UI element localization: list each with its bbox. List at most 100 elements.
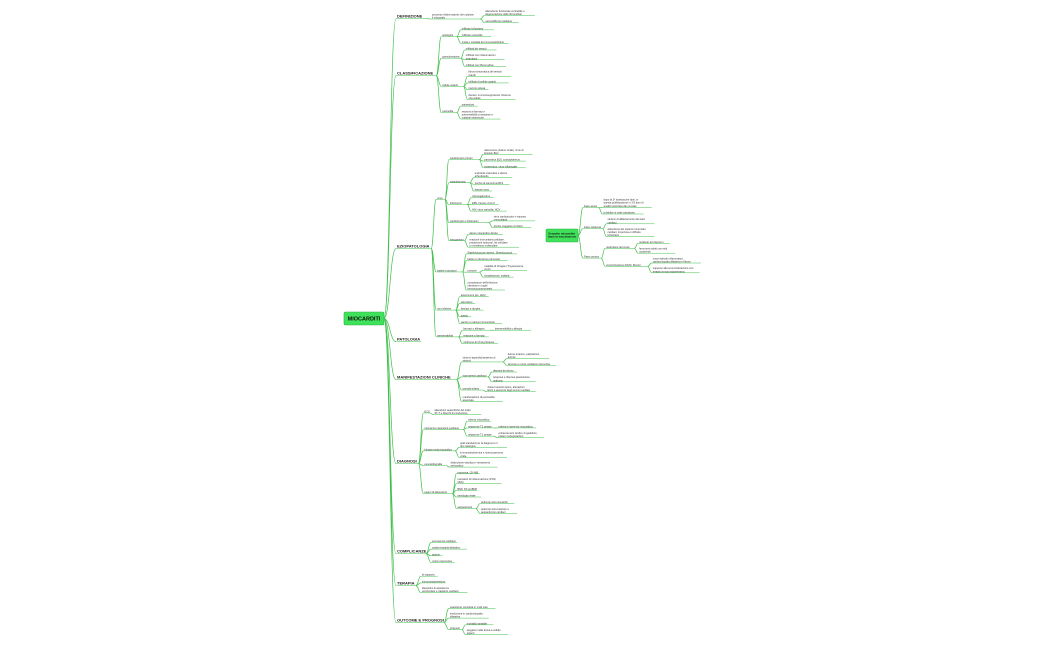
branch-diagnosi-3[interactable]: biopsia endomiocardica: [423, 447, 456, 451]
branch-classificazione-4[interactable]: eosinofila: [441, 109, 457, 113]
branch-classificazione-2-3[interactable]: infiltrati con fibrosi attiva: [464, 63, 506, 67]
floating-1[interactable]: Fase acuta: [583, 204, 599, 208]
branch-diagnosi-5-5-1[interactable]: anticorpi anti-miocardio: [479, 500, 515, 504]
branch-classificazione[interactable]: CLASSIFICAZIONE: [396, 70, 437, 76]
floating-3-2-1[interactable]: nuovi episodi infiammatori,cardiomiopati…: [651, 256, 701, 264]
branch-diagnosi-2-3[interactable]: sequenze T1 pesate: [467, 433, 494, 437]
branch-diagnosi-2-1[interactable]: edema miocardico: [467, 418, 491, 422]
branch-diagnosi-5[interactable]: esami di laboratorio: [423, 490, 453, 494]
branch-eziopatologia-4[interactable]: ipersensibilità: [436, 333, 459, 337]
branch-terapia-1[interactable]: di supporto: [420, 573, 438, 577]
branch-eziopatologia-1-4[interactable]: cardiotropici e linfotropici: [448, 219, 489, 223]
branch-terapia-2[interactable]: immunosoppressiva: [420, 579, 446, 583]
floating-3-1-1[interactable]: restituito ad integrum: [638, 240, 670, 244]
branch-complicanze-3[interactable]: aritmie: [431, 552, 443, 556]
branch-eziopatologia-3-1[interactable]: autoimmuni (es. LES): [459, 293, 489, 297]
branch-diagnosi-2-2[interactable]: sequenze T2 pesate: [467, 424, 494, 428]
branch-eziopatologia-2-2[interactable]: batteri e infezione polmonari: [466, 257, 508, 261]
branch-eziopatologia-3-4[interactable]: tossici: [459, 313, 472, 317]
branch-eziopatologia-1-3-2[interactable]: EBV, herpes virus 6: [471, 201, 499, 205]
branch-diagnosi-5-4[interactable]: sierologia virale: [456, 494, 482, 498]
branch-classificazione-3-2[interactable]: infiltrati di cellule giganti: [467, 79, 509, 83]
branch-classificazione-4-1[interactable]: parassitosi: [460, 103, 478, 107]
branch-diagnosi-2-3-1[interactable]: enhancement tardivo di gadolinio,pattern…: [497, 431, 545, 438]
branch-eziopatologia-1-3-3[interactable]: HIV, virus varicella, HCV: [471, 208, 507, 212]
branch-classificazione-1[interactable]: istologica: [441, 33, 457, 37]
branch-eziopatologia-4-1-1[interactable]: ipersensibilità o allergia: [494, 327, 532, 331]
branch-eziopatologia-3-5[interactable]: vaccini e reazioni immunitarie: [459, 320, 503, 324]
floating-3-1[interactable]: guarigione del cuore: [605, 245, 635, 249]
branch-eziopatologia-1-1-2[interactable]: parvovirus B19, coxsackievirus: [483, 158, 526, 162]
branch-diagnosi-5-3[interactable]: BNP, NT-proBNP: [456, 487, 477, 491]
branch-eziopatologia-2[interactable]: batteri e protozoi: [436, 268, 463, 272]
branch-classificazione-2-1[interactable]: infiltrati dei tessuti: [464, 46, 497, 50]
branch-eziopatologia-2-3-2[interactable]: toxoplasmosi, malaria: [483, 274, 514, 278]
branch-eziopatologia-1[interactable]: virus: [436, 196, 445, 200]
branch-diagnosi-5-1[interactable]: troponina, CK-MB: [456, 470, 480, 474]
branch-manifestazioni-cliniche-3[interactable]: pseudo-infarto: [461, 387, 483, 391]
branch-eziopatologia-1-2[interactable]: vasculotropici: [448, 179, 470, 183]
branch-manifestazioni-cliniche-2-1[interactable]: dispnea da sforzo: [491, 369, 517, 373]
branch-eziopatologia-1-1[interactable]: cardiotropici primari: [448, 156, 480, 160]
branch-terapia[interactable]: TERAPIA: [396, 580, 416, 586]
branch-eziopatologia-4-2[interactable]: reazione a farmaci: [462, 333, 489, 337]
branch-eziopatologia-1-3[interactable]: linfotropici: [448, 201, 468, 205]
branch-manifestazioni-cliniche-1-1[interactable]: dolore toracico, palpitazioni,aritmie: [506, 352, 550, 359]
branch-eziopatologia-1-5-1[interactable]: danno miocardico diretto: [468, 231, 503, 235]
branch-definizione-1-2[interactable]: necrosi/fibrosi cardiaca: [484, 19, 519, 23]
branch-complicanze[interactable]: COMPLICANZE: [396, 548, 427, 554]
branch-outcome-e-prognosi[interactable]: OUTCOME E PROGNOSI: [396, 617, 444, 623]
floating-2[interactable]: Fase subacuta: [583, 225, 603, 229]
branch-eziopatologia-1-3-1[interactable]: citomegalovirus: [471, 194, 494, 198]
branch-classificazione-2[interactable]: granulomatosa: [441, 55, 461, 59]
floating-3-2[interactable]: cronicizzazione (DCM, fibrosi): [605, 263, 648, 267]
branch-diagnosi-5-5[interactable]: autoanticorpi: [456, 505, 476, 509]
floating-3[interactable]: Fase cronica: [583, 255, 602, 259]
branch-eziopatologia-3-2[interactable]: sarcoidosi: [459, 300, 476, 304]
branch-eziopatologia-1-5-2[interactable]: reazione immunitaria cellulare,produzion…: [468, 238, 519, 248]
branch-manifestazioni-cliniche-1-2[interactable]: sincope e morte cardiaca improvvisa: [506, 362, 557, 366]
branch-outcome-e-prognosi-1[interactable]: guarigione completa in molti casi: [448, 605, 496, 609]
branch-eziopatologia-4-3[interactable]: sindrome di Churg-Strauss: [462, 340, 499, 344]
branch-diagnosi-2-2-1[interactable]: edema e iperemia miocardica: [497, 424, 536, 428]
branch-outcome-e-prognosi-3[interactable]: prognosi: [448, 626, 462, 630]
branch-eziopatologia[interactable]: EZIOPATOLOGIA: [396, 243, 432, 249]
branch-complicanze-4[interactable]: morte improvvisa: [431, 559, 455, 563]
branch-complicanze-1[interactable]: scompenso cardiaco: [431, 539, 458, 543]
branch-classificazione-3-3[interactable]: necrosi estesa: [467, 86, 489, 90]
branch-diagnosi-5-2[interactable]: marcatori di infiammazione (PCR,VES): [456, 477, 502, 484]
root-node[interactable]: MIOCARDITI: [343, 311, 385, 326]
branch-complicanze-2[interactable]: cardiomiopatia dilatativa: [431, 546, 467, 550]
branch-outcome-e-prognosi-3-1[interactable]: mortalità variabile: [465, 621, 494, 625]
branch-eziopatologia-1-4-2[interactable]: rischio maggiore di infarti: [492, 224, 532, 228]
branch-patologia[interactable]: PATOLOGIA: [396, 336, 421, 342]
branch-eziopatologia-2-1[interactable]: Staphylococcus aureus, Streptococcus: [466, 250, 518, 254]
branch-manifestazioni-cliniche-2[interactable]: scompenso cardiaco: [461, 373, 488, 377]
floating-1-2[interactable]: la febbre si vede transitoria: [602, 211, 644, 215]
branch-eziopatologia-3-3[interactable]: farmaci e droghe: [459, 307, 484, 311]
floating-topic-node[interactable]: Sospetto miocardite dopo la vaccinazione: [545, 228, 579, 243]
branch-eziopatologia-1-5[interactable]: meccanismi: [448, 237, 465, 241]
branch-diagnosi-4[interactable]: ecocardiografia: [423, 462, 446, 466]
